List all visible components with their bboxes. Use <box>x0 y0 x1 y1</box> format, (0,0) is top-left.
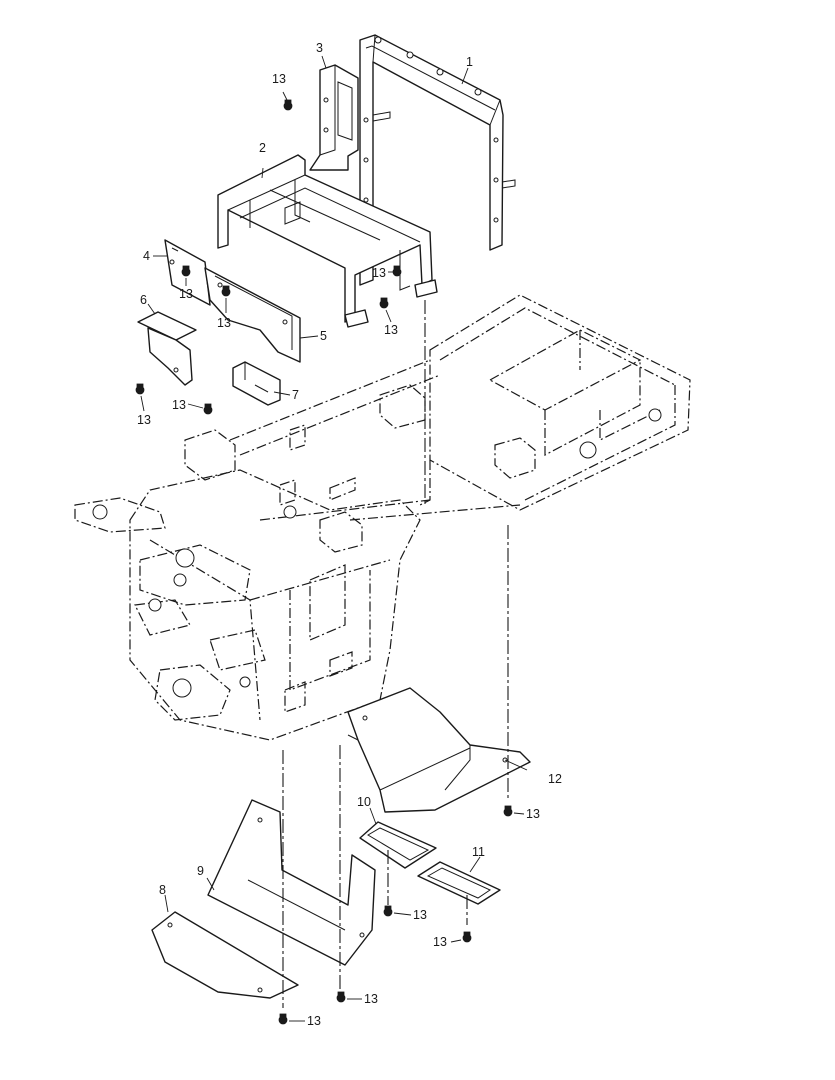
callout-13-a: 13 <box>272 72 286 86</box>
callout-13-d: 13 <box>372 266 386 280</box>
part-5-side-panel <box>204 267 301 363</box>
callout-13-j: 13 <box>433 935 447 949</box>
callout-13-l: 13 <box>307 1014 321 1028</box>
bolt-5 <box>379 297 389 309</box>
part-3-bracket <box>309 64 359 171</box>
callout-labels: 1 2 3 4 5 6 7 8 9 10 11 12 13 13 13 13 1… <box>137 41 562 1028</box>
bolt-6 <box>135 383 145 395</box>
bolt-7 <box>203 403 213 415</box>
callout-3: 3 <box>316 41 323 55</box>
part-10-plate <box>359 821 437 869</box>
leader-lines <box>140 55 528 1022</box>
bolt-1 <box>283 99 293 111</box>
assembly-lines <box>282 300 509 1008</box>
callout-2: 2 <box>259 141 266 155</box>
part-1-vertical-frame <box>359 34 516 286</box>
part-12-bottom-tray <box>347 687 531 813</box>
bolt-3 <box>221 285 231 297</box>
part-7-cover <box>232 361 281 406</box>
callout-13-i: 13 <box>413 908 427 922</box>
callout-13-k: 13 <box>364 992 378 1006</box>
bolt-4 <box>392 265 402 277</box>
callout-10: 10 <box>357 795 371 809</box>
bolt-12 <box>278 1013 288 1025</box>
bolt-11 <box>336 991 346 1003</box>
callout-13-c: 13 <box>217 316 231 330</box>
callout-7: 7 <box>292 388 299 402</box>
part-11-plate <box>417 861 501 905</box>
part-6-l-bracket <box>137 311 197 386</box>
bolt-9 <box>383 905 393 917</box>
callout-13-b: 13 <box>179 287 193 301</box>
callout-5: 5 <box>320 329 327 343</box>
callout-8: 8 <box>159 883 166 897</box>
callout-13-f: 13 <box>137 413 151 427</box>
callout-6: 6 <box>140 293 147 307</box>
bolt-10 <box>462 931 472 943</box>
bolt-2 <box>181 265 191 277</box>
part-9-floor-panel <box>207 799 376 966</box>
chassis-frame <box>74 294 691 741</box>
callout-13-g: 13 <box>172 398 186 412</box>
part-8-lower-panel <box>151 911 299 999</box>
callout-13-h: 13 <box>526 807 540 821</box>
bolts <box>135 99 513 1025</box>
part-2-table-frame <box>217 154 438 328</box>
bolt-8 <box>503 805 513 817</box>
callout-12: 12 <box>548 772 562 786</box>
callout-9: 9 <box>197 864 204 878</box>
callout-11: 11 <box>472 845 485 859</box>
callout-1: 1 <box>466 55 473 69</box>
callout-4: 4 <box>143 249 150 263</box>
callout-13-e: 13 <box>384 323 398 337</box>
